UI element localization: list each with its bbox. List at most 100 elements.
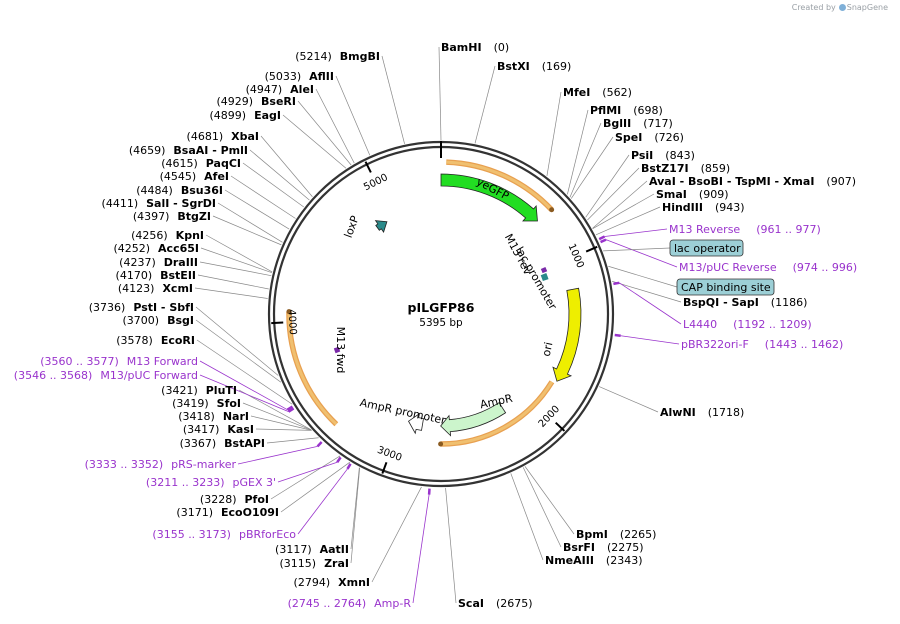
m13-fwd-mark bbox=[333, 346, 341, 354]
leader-line bbox=[255, 428, 312, 431]
leader-line bbox=[335, 75, 371, 156]
site-ecori: (3578)EcoRI bbox=[116, 334, 195, 347]
leader-line bbox=[260, 135, 313, 197]
primer-m13-reverse: M13 Reverse(961 .. 977) bbox=[669, 223, 821, 236]
leader-line bbox=[196, 339, 293, 405]
leader-line bbox=[611, 280, 682, 303]
site-spei: SpeI(726) bbox=[615, 131, 684, 144]
orf-arrowhead bbox=[549, 207, 555, 213]
leader-line bbox=[570, 136, 614, 199]
tick-label-4000: 4000 bbox=[286, 309, 298, 335]
primer-pbrforeco: (3155 .. 3173)pBRforEco bbox=[152, 528, 296, 541]
primer-leader bbox=[199, 360, 288, 411]
ampr-promoter-arrow bbox=[408, 412, 424, 435]
site-paqci: (4615)PaqCI bbox=[161, 157, 241, 170]
site-alwni: AlwNI(1718) bbox=[660, 406, 744, 419]
site-bspqi-sapi: BspQI - SapI(1186) bbox=[683, 296, 807, 309]
primer-tick bbox=[316, 441, 323, 448]
site-draiii: (4237)DraIII bbox=[119, 256, 198, 269]
orf-arc bbox=[440, 381, 554, 446]
leader-line bbox=[585, 154, 630, 218]
site-alei: (4947)AleI bbox=[246, 83, 314, 96]
leader-line bbox=[350, 467, 360, 550]
tick-label-3000: 3000 bbox=[376, 445, 404, 464]
leader-line bbox=[280, 461, 351, 513]
leader-line bbox=[249, 149, 310, 201]
primer-tick bbox=[613, 281, 620, 286]
loxp-arrow bbox=[374, 220, 388, 234]
leader-line bbox=[522, 467, 562, 548]
primer-leader bbox=[604, 228, 668, 237]
primer-m13-puc-forward: (3546 .. 3568)M13/pUC Forward bbox=[14, 369, 198, 382]
primer-pgex-3: (3211 .. 3233)pGEX 3' bbox=[146, 476, 276, 489]
leader-line bbox=[195, 306, 279, 376]
m13-rev-mark bbox=[540, 266, 548, 274]
primer-m13-forward: (3560 .. 3577)M13 Forward bbox=[40, 355, 198, 368]
leader-line bbox=[282, 114, 347, 169]
orf-arc bbox=[446, 160, 553, 211]
site-labels: BamHI(0)BstXI(169)MfeI(562)PflMI(698)Bgl… bbox=[89, 41, 856, 610]
credit-prefix: Created by bbox=[791, 3, 836, 12]
tick-5000 bbox=[364, 161, 372, 173]
primer-leader bbox=[277, 461, 338, 483]
leader-line bbox=[599, 386, 659, 413]
leader-line bbox=[195, 319, 282, 383]
feature-label-ampr-promoter: AmpR promoter bbox=[359, 396, 448, 427]
primer-tick bbox=[336, 456, 342, 463]
leader-line bbox=[242, 402, 312, 431]
primer-tick bbox=[600, 238, 607, 244]
primer-tick bbox=[614, 333, 621, 337]
leader-line bbox=[567, 109, 589, 195]
leader-line bbox=[199, 261, 272, 277]
site-aflii: (5033)AflII bbox=[265, 70, 334, 83]
primer-amp-r: (2745 .. 2764)Amp-R bbox=[288, 597, 412, 610]
primer-tick bbox=[287, 407, 295, 413]
site-btgzi: (4397)BtgZI bbox=[133, 210, 211, 223]
primer-tick bbox=[598, 235, 606, 241]
site-hindiii: HindIII(943) bbox=[662, 201, 745, 214]
site-afei: (4545)AfeI bbox=[160, 170, 229, 183]
leader-line bbox=[315, 88, 355, 164]
leader-line bbox=[438, 46, 442, 141]
feature-label-m13-fwd: M13 fwd bbox=[334, 327, 347, 374]
site-kpni: (4256)KpnI bbox=[131, 229, 204, 242]
primer-l4440: L4440(1192 .. 1209) bbox=[683, 318, 812, 331]
leader-line bbox=[474, 65, 496, 144]
site-scai: ScaI(2675) bbox=[458, 597, 533, 610]
primer-tick bbox=[286, 405, 294, 411]
site-smai: SmaI(909) bbox=[656, 188, 729, 201]
plasmid-name: pILGFP86 bbox=[408, 300, 475, 315]
site-eagi: (4899)EagI bbox=[210, 109, 281, 122]
lac-operator-mark bbox=[540, 272, 549, 282]
primer-leader bbox=[619, 282, 682, 325]
leader-line bbox=[224, 189, 290, 230]
leader-line bbox=[266, 437, 319, 444]
leader-line bbox=[510, 473, 544, 561]
leader-line bbox=[524, 466, 575, 535]
site-bstxi: BstXI(169) bbox=[497, 60, 571, 73]
site-xcmi: (4123)XcmI bbox=[118, 282, 193, 295]
leader-line bbox=[445, 487, 457, 604]
tick-1000 bbox=[585, 245, 598, 253]
primer-m13-puc-reverse: M13/pUC Reverse(974 .. 996) bbox=[679, 261, 857, 274]
map-center: pILGFP86 5395 bp bbox=[408, 300, 475, 329]
leader-line bbox=[371, 486, 422, 583]
site-bseri: (4929)BseRI bbox=[216, 95, 296, 108]
leader-line bbox=[205, 234, 273, 273]
feature-label-lac-promoter: lac promoter bbox=[513, 245, 560, 313]
leader-line bbox=[250, 415, 312, 431]
feature-arrows bbox=[333, 173, 582, 437]
site-bstapi: (3367)BstAPI bbox=[180, 437, 265, 450]
site-xbai: (4681)XbaI bbox=[187, 130, 259, 143]
feature-label-loxp: loxP bbox=[342, 214, 362, 240]
snapgene-logo-icon bbox=[838, 4, 846, 11]
boxed-feature-lac-operator bbox=[669, 239, 744, 257]
primer-leader bbox=[412, 494, 430, 604]
leader-line bbox=[595, 206, 661, 236]
primer-leader bbox=[199, 374, 289, 413]
site-bsu36i: (4484)Bsu36I bbox=[136, 184, 223, 197]
site-kasi: (3417)KasI bbox=[183, 423, 254, 436]
feature-label-ori: ori bbox=[540, 341, 556, 358]
site-psii: PsiI(843) bbox=[631, 149, 695, 162]
